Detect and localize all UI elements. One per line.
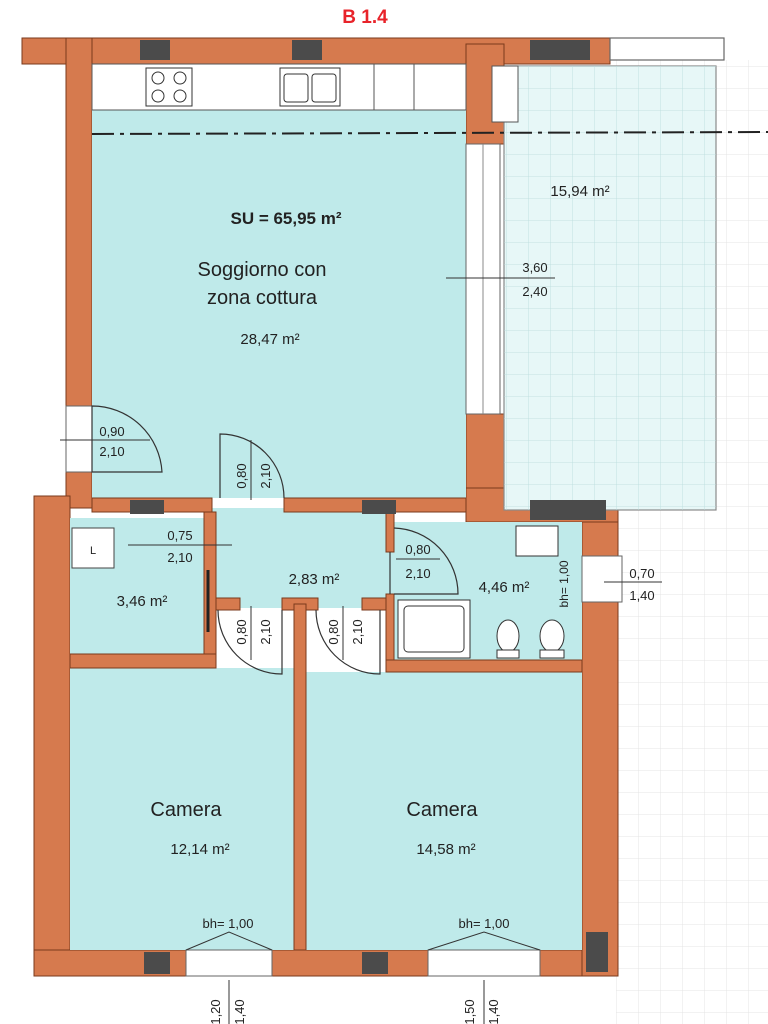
toilet-icon — [496, 619, 520, 659]
floor-hall — [210, 508, 390, 608]
room-bed1-area: 12,14 m² — [170, 841, 229, 858]
room-hall-area: 2,83 m² — [289, 571, 340, 588]
window-block — [530, 500, 606, 520]
section-line — [91, 131, 768, 135]
svg-text:3,60: 3,60 — [522, 260, 547, 275]
sink-icon — [279, 67, 341, 107]
window-block — [586, 932, 608, 972]
svg-text:2,10: 2,10 — [258, 463, 273, 488]
terrace-railing-top — [609, 37, 725, 61]
bed1-door-swing — [217, 609, 283, 675]
unit-code: B 1.4 — [342, 7, 388, 28]
svg-text:2,10: 2,10 — [350, 619, 365, 644]
floor-bed1 — [70, 668, 294, 950]
wall-bath-bed2 — [385, 659, 583, 673]
window-block — [130, 500, 164, 514]
bathtub-icon — [397, 599, 471, 659]
laundry-box — [71, 527, 115, 569]
room-storage-area: 3,46 m² — [117, 593, 168, 610]
sill-height-bed1: bh= 1,00 — [203, 916, 254, 931]
bed1-window-opening — [185, 949, 273, 977]
bidet-icon — [539, 619, 565, 659]
room-bed1-name: Camera — [150, 799, 222, 821]
terrace-grid — [504, 66, 716, 510]
svg-text:0,90: 0,90 — [99, 424, 124, 439]
entry-door-swing — [91, 405, 163, 473]
dim-bed2-window: 1,50 1,40 — [462, 980, 501, 1024]
wall-hall-bedrooms — [215, 597, 241, 611]
svg-text:0,70: 0,70 — [629, 566, 654, 581]
sill-height-bed2: bh= 1,00 — [459, 916, 510, 931]
bath-window-opening — [581, 555, 623, 603]
svg-text:2,40: 2,40 — [522, 284, 547, 299]
bed2-window-swing — [427, 931, 541, 951]
bed2-door-swing — [315, 609, 381, 675]
svg-text:1,40: 1,40 — [232, 999, 247, 1024]
wall-storage-bed1 — [69, 653, 217, 669]
bed1-window-swing — [185, 931, 273, 951]
stove-icon — [145, 67, 193, 107]
svg-text:0,80: 0,80 — [234, 619, 249, 644]
svg-text:2,10: 2,10 — [405, 566, 430, 581]
dim-bed1-door: 0,80 2,10 — [234, 606, 273, 660]
svg-text:1,20: 1,20 — [208, 999, 223, 1024]
wall-bath-hall-2 — [385, 593, 395, 665]
room-living-name: zona cottura — [207, 287, 318, 309]
wall-storage-hall — [203, 511, 217, 669]
room-bed2-area: 14,58 m² — [416, 841, 475, 858]
room-living-area: 28,47 m² — [240, 331, 299, 348]
svg-text:2,10: 2,10 — [258, 619, 273, 644]
wall-bath-hall — [385, 511, 395, 553]
room-living-name: Soggiorno con — [198, 259, 327, 281]
svg-text:1,40: 1,40 — [629, 588, 654, 603]
dim-living-door: 0,80 2,10 — [234, 440, 273, 500]
svg-text:0,80: 0,80 — [234, 463, 249, 488]
dim-storage-door: 0,75 2,10 — [128, 528, 232, 565]
svg-text:2,10: 2,10 — [167, 550, 192, 565]
storage-symbol: L — [90, 545, 96, 557]
living-door-swing — [219, 433, 285, 499]
window-block — [530, 40, 590, 60]
window-block — [140, 40, 170, 60]
svg-text:0,80: 0,80 — [326, 619, 341, 644]
svg-text:0,75: 0,75 — [167, 528, 192, 543]
total-area: SU = 65,95 m² — [230, 209, 341, 228]
washbasin-icon — [515, 525, 559, 557]
floor-bed2 — [306, 672, 582, 950]
room-terrace-area: 15,94 m² — [550, 183, 609, 200]
svg-text:1,50: 1,50 — [462, 999, 477, 1024]
floor-living — [92, 64, 466, 498]
bath-door-swing — [389, 527, 459, 595]
room-bed2-name: Camera — [406, 799, 478, 821]
dim-bath-door: 0,80 2,10 — [396, 542, 440, 581]
window-block — [362, 500, 396, 514]
column-duct — [491, 65, 519, 123]
sill-height-bath: bh= 1,00 — [557, 560, 571, 607]
dim-entry: 0,90 2,10 — [60, 424, 150, 459]
dim-bath-window: 0,70 1,40 — [604, 566, 662, 603]
wall-bed-split — [293, 603, 307, 951]
svg-text:1,40: 1,40 — [486, 999, 501, 1024]
dim-bed2-door: 0,80 2,10 — [326, 606, 365, 660]
window-block — [292, 40, 322, 60]
svg-text:2,10: 2,10 — [99, 444, 124, 459]
svg-text:0,80: 0,80 — [405, 542, 430, 557]
bed2-window-opening — [427, 949, 541, 977]
kitchen-counter — [91, 63, 467, 111]
window-block — [362, 952, 388, 974]
dim-bed1-window: 1,20 1,40 — [208, 980, 247, 1024]
room-bath-area: 4,46 m² — [479, 579, 530, 596]
entry-opening — [65, 405, 93, 473]
window-block — [144, 952, 170, 974]
dim-french-window: 3,60 2,40 — [446, 260, 555, 299]
outer-wall-left-lower — [33, 495, 71, 977]
